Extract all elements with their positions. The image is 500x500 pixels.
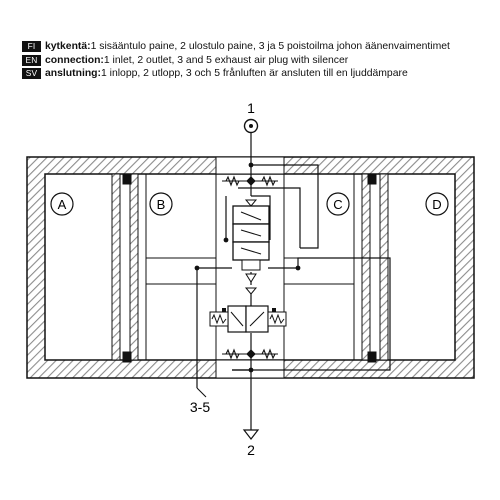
lower-valve [209, 287, 287, 333]
junction-dots [194, 162, 301, 373]
legend-term: kytkentä: [45, 41, 91, 53]
svg-text:D: D [432, 197, 441, 212]
legend-text: 1 sisääntulo paine, 2 ulostulo paine, 3 … [90, 41, 450, 53]
legend-term: anslutning: [45, 68, 101, 80]
air-lines [196, 157, 391, 430]
language-code-badge: FI [22, 41, 41, 53]
chamber-b-label: B [149, 192, 173, 216]
svg-text:C: C [333, 197, 342, 212]
svg-text:2: 2 [247, 442, 255, 458]
chamber-d-label: D [425, 192, 449, 216]
exhaust-port: 3-5 [190, 387, 210, 415]
chamber-walls [122, 173, 377, 363]
spring-symbols [222, 175, 278, 360]
connection-legend: FI kytkentä: 1 sisääntulo paine, 2 ulost… [22, 40, 492, 81]
svg-text:3-5: 3-5 [190, 399, 210, 415]
outlet-port: 2 [242, 429, 260, 458]
upper-valve [232, 199, 270, 283]
legend-row-en: EN connection: 1 inlet, 2 outlet, 3 and … [22, 54, 492, 68]
legend-text: 1 inlet, 2 outlet, 3 and 5 exhaust air p… [103, 54, 349, 66]
legend-row-fi: FI kytkentä: 1 sisääntulo paine, 2 ulost… [22, 40, 492, 54]
legend-term: connection: [45, 54, 104, 66]
chamber-c-label: C [326, 192, 350, 216]
inlet-port: 1 [243, 100, 259, 157]
legend-row-sv: SV anslutning: 1 inlopp, 2 utlopp, 3 och… [22, 67, 492, 81]
chamber-a-label: A [50, 192, 74, 216]
svg-text:1: 1 [247, 100, 255, 116]
svg-text:A: A [58, 197, 67, 212]
language-code-badge: SV [22, 68, 41, 80]
legend-text: 1 inlopp, 2 utlopp, 3 och 5 frånluften ä… [101, 68, 408, 80]
language-code-badge: EN [22, 54, 41, 66]
svg-text:B: B [157, 197, 166, 212]
chamber-labels: A B C D [50, 192, 449, 216]
